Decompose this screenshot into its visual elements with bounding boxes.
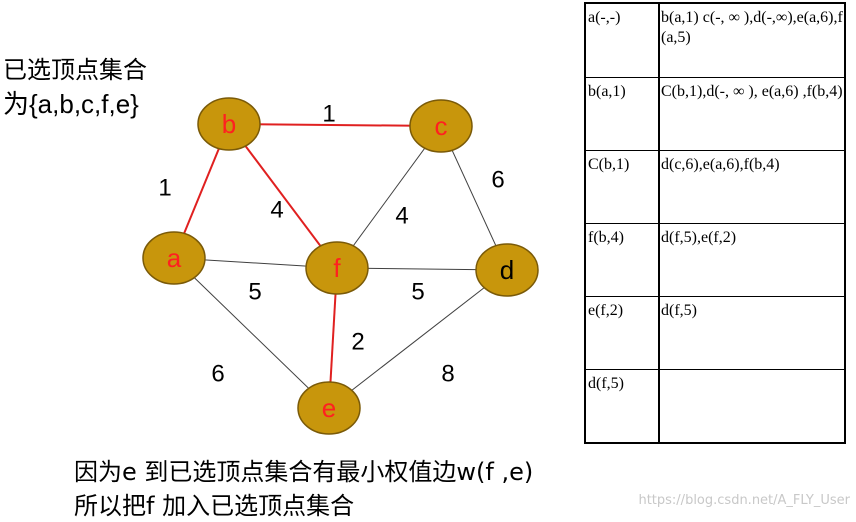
table-row: d(f,5)	[586, 369, 844, 445]
edge-a-e	[173, 257, 330, 409]
table-row: f(b,4) d(f,5),e(f,2)	[586, 223, 844, 297]
edge-weight-b-f: 4	[270, 197, 283, 224]
table-cell-vertex: d(f,5)	[588, 375, 624, 392]
edge-b-f	[228, 123, 338, 269]
edge-weight-f-e: 2	[351, 329, 364, 356]
node-c	[409, 99, 473, 153]
node-f	[305, 241, 369, 295]
edge-weight-a-f: 5	[248, 279, 261, 306]
edge-f-c	[336, 125, 442, 269]
node-label-c: c	[435, 111, 448, 141]
node-label-d: d	[500, 255, 514, 285]
table-cell-vertex: a(-,-)	[588, 9, 621, 26]
table-cell-vertex: e(f,2)	[588, 302, 624, 319]
edge-b-c	[228, 123, 442, 127]
table-cell-candidates: C(b,1),d(-, ∞ ), e(a,6) ,f(b,4)	[661, 83, 843, 100]
node-d	[475, 243, 539, 297]
edge-e-d	[328, 269, 508, 409]
node-a	[142, 231, 206, 285]
node-label-f: f	[333, 253, 341, 283]
watermark: https://blog.csdn.net/A_FLY_User	[638, 493, 850, 508]
selected-set-line2: 为{a,b,c,f,e}	[3, 89, 139, 119]
table-cell-candidates: d(c,6),e(a,6),f(b,4)	[661, 156, 780, 173]
edge-weight-f-d: 5	[411, 279, 424, 306]
table-cell-candidates: b(a,1) c(-, ∞ ),d(-,∞),e(a,6),f(a,5)	[661, 9, 843, 46]
table-cell-vertex: C(b,1)	[588, 156, 630, 173]
table-cell-vertex: f(b,4)	[588, 229, 624, 246]
explanation-line1: 因为e 到已选顶点集合有最小权值边w(f ,e)	[74, 458, 534, 486]
node-label-b: b	[222, 109, 236, 139]
table-row: b(a,1) C(b,1),d(-, ∞ ), e(a,6) ,f(b,4)	[586, 77, 844, 151]
steps-table: a(-,-) b(a,1) c(-, ∞ ),d(-,∞),e(a,6),f(a,…	[584, 2, 846, 444]
edge-weight-b-c: 1	[322, 101, 335, 128]
edge-weight-f-c: 4	[395, 203, 408, 230]
node-label-a: a	[167, 243, 182, 273]
node-label-e: e	[322, 393, 336, 423]
explanation-line2: 所以把f 加入已选顶点集合	[74, 492, 355, 520]
table-row: e(f,2) d(f,5)	[586, 296, 844, 370]
table-cell-candidates: d(f,5)	[661, 302, 697, 319]
node-e	[297, 381, 361, 435]
edge-weight-a-b: 1	[158, 175, 171, 202]
edge-weight-e-d: 8	[441, 361, 454, 388]
node-b	[197, 97, 261, 151]
edge-weight-c-d: 6	[491, 167, 504, 194]
graph-diagram: 1 1 4 4 6 5 5 2 6 8 a b c d e f	[142, 97, 539, 435]
selected-set-line1: 已选顶点集合	[3, 56, 147, 84]
table-cell-candidates: d(f,5),e(f,2)	[661, 229, 737, 246]
edge-weight-a-e: 6	[211, 361, 224, 388]
table-cell-vertex: b(a,1)	[588, 83, 626, 100]
table-row: a(-,-) b(a,1) c(-, ∞ ),d(-,∞),e(a,6),f(a,…	[586, 4, 844, 77]
table-row: C(b,1) d(c,6),e(a,6),f(b,4)	[586, 150, 844, 224]
table-divider	[658, 4, 660, 442]
